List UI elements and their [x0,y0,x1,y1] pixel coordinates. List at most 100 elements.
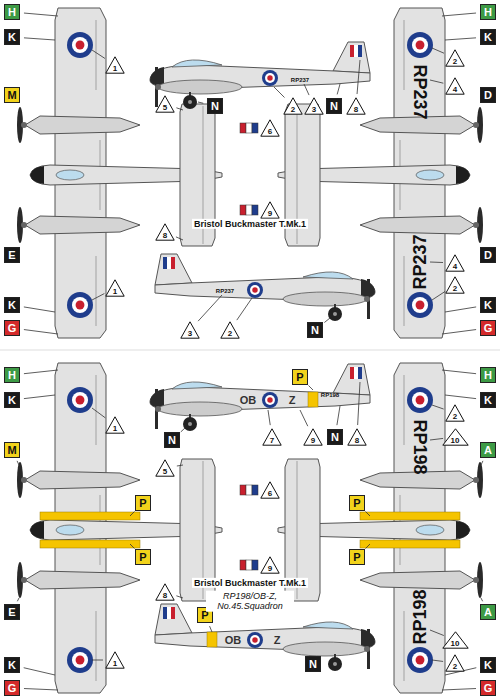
spinner [21,577,27,583]
wheel-hub [188,422,192,426]
callout-number-text: 5 [155,95,175,112]
triangle-outline [348,429,366,445]
canopy [172,60,222,67]
callout-number-text: 1 [105,56,125,73]
roundel-red [76,396,85,405]
yellow-band [360,512,460,520]
code-letters: Z [289,394,296,407]
callout-number-text: 10 [442,428,469,445]
colour-code-letter: D [481,248,495,262]
roundel-white [250,635,260,645]
colour-code-letter: N [306,657,320,671]
triangle-outline [446,655,464,671]
callout-number: 1 [105,279,125,297]
leader-line [92,408,105,418]
leader-line [337,406,340,425]
colour-code-box: D [480,247,496,263]
leader-line [337,84,340,94]
roundel-red [76,301,85,310]
leader-line [442,330,476,334]
colour-code-letter: K [5,298,19,312]
callout-number: 8 [347,428,367,446]
callout-number-text: 9 [260,556,280,573]
scheme-caption: Bristol Buckmaster T.Mk.1 [192,578,308,588]
engine-nacelle [158,80,242,94]
colour-code-box: H [4,367,20,383]
nose-glazing [30,521,44,539]
fin-flash-decal [240,123,246,133]
code-letters: Z [274,634,281,647]
triangle-outline [446,277,464,293]
triangle-outline [304,429,322,445]
callout-number: 2 [445,404,465,422]
canopy [172,382,222,389]
callout-number: 2 [445,49,465,67]
colour-code-letter: N [208,99,222,113]
canopy [303,272,353,279]
callout-number-text: 8 [155,583,175,600]
callout-number-text: 2 [220,321,240,338]
roundel-white [72,37,88,53]
wheel [183,417,197,431]
callout-number: 9 [260,556,280,574]
roundel-red [416,396,425,405]
colour-code-letter: H [481,5,495,19]
roundel-red [267,397,272,402]
callout-number: 4 [445,77,465,95]
roundel-red [416,301,425,310]
engine-nacelle [25,471,140,489]
leader-line [24,689,58,690]
colour-code-box: P [349,549,365,565]
control-surface-line [404,611,405,681]
colour-code-letter: P [350,550,364,564]
engine-nacelle [360,216,475,234]
colour-code-box: K [480,392,496,408]
colour-code-box: M [4,442,20,458]
leader-line [17,461,19,465]
leader-line [430,262,443,264]
leader-line [17,598,19,601]
leader-line [365,544,370,549]
fin [333,364,370,395]
fin-flash-decal [252,205,258,215]
engine-nacelle [25,116,140,134]
aircraft-side-view [155,254,375,321]
roundel-red [252,637,257,642]
triangle-outline [446,405,464,421]
roundel-white [412,392,428,408]
colour-code-box: E [4,604,20,620]
callout-number-text: 1 [105,279,125,296]
canopy [303,622,353,629]
fin-flash-decal [252,123,258,133]
roundel-blue [67,387,93,413]
nose-glazing [456,166,470,184]
callout-number-text: 7 [262,428,282,445]
leader-line [176,237,183,240]
control-surface-line [404,256,405,326]
colour-code-box: A [480,442,496,458]
wheel [328,657,342,671]
roundel-blue [67,647,93,673]
fin-flash [350,367,354,379]
spinner [364,646,370,652]
leader-line [445,38,476,40]
leader-line [365,511,370,516]
engine-nacelle [283,642,367,656]
colour-code-box: E [4,247,20,263]
callout-number-text: 3 [304,97,324,114]
leader-line [357,60,360,94]
spinner [364,296,370,302]
colour-code-letter: E [5,248,19,262]
triangle-outline [181,322,199,338]
roundel-red [76,41,85,50]
fin [155,254,192,285]
callout-number-text: 8 [155,223,175,240]
spinner [473,222,479,228]
colour-code-letter: K [5,393,19,407]
leader-line [176,596,183,598]
triangle-outline [156,224,174,240]
roundel-red [416,41,425,50]
colour-code-box: H [4,4,20,20]
fin [333,42,370,73]
colour-code-box: N [327,429,343,445]
